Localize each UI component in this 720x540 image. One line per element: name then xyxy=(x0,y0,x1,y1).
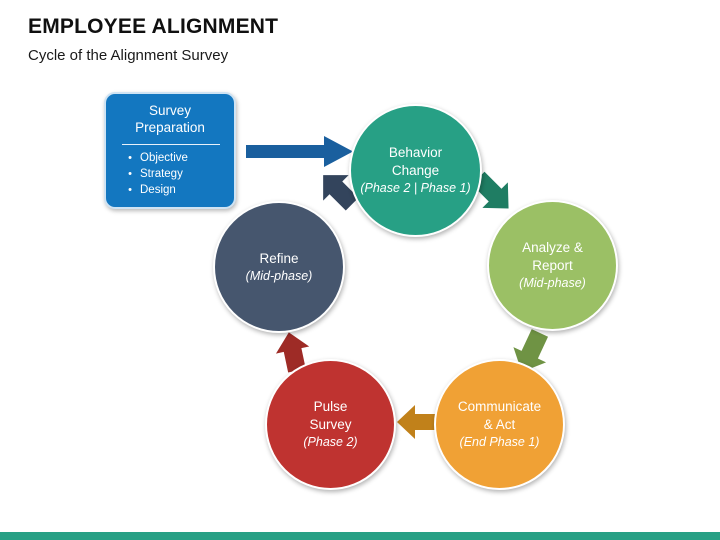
cycle-node-refine[interactable]: Refine (Mid-phase) xyxy=(213,201,345,333)
cycle-node-label: Report xyxy=(532,258,573,273)
divider xyxy=(122,144,220,145)
cycle-node-phase: (End Phase 1) xyxy=(459,435,540,449)
cycle-node-label: Change xyxy=(391,163,440,178)
cycle-node-phase: (Mid-phase) xyxy=(519,276,586,290)
arrow-communicate-to-pulse-icon xyxy=(395,400,439,444)
cycle-node-label: & Act xyxy=(483,417,516,432)
cycle-node-label: Refine xyxy=(259,250,299,266)
cycle-node-label: Analyze & xyxy=(522,240,583,255)
list-item: • Strategy xyxy=(120,166,232,182)
survey-preparation-title-line2: Preparation xyxy=(135,120,205,135)
cycle-node-phase: (Phase 2 | Phase 1) xyxy=(360,181,471,195)
arrow-behavior-to-refine-icon xyxy=(316,168,360,212)
survey-preparation-list: • Objective • Strategy • Design xyxy=(120,150,232,198)
cycle-node-label: Behavior xyxy=(388,145,443,160)
bullet-icon: • xyxy=(128,152,132,164)
list-item-label: Strategy xyxy=(140,168,183,180)
bullet-icon: • xyxy=(128,168,132,180)
cycle-node-label: Survey xyxy=(309,417,352,432)
bullet-icon: • xyxy=(128,184,132,196)
cycle-node-pulse-survey[interactable]: Pulse Survey (Phase 2) xyxy=(265,359,396,490)
cycle-node-analyze-report[interactable]: Analyze & Report (Mid-phase) xyxy=(487,200,618,331)
survey-preparation-box[interactable]: Survey Preparation • Objective • Strateg… xyxy=(104,92,236,209)
arrow-prep-to-behavior-icon xyxy=(246,136,354,168)
page-title: EMPLOYEE ALIGNMENT xyxy=(28,15,279,38)
list-item: • Objective xyxy=(120,150,232,166)
list-item: • Design xyxy=(120,182,232,198)
cycle-node-phase: (Mid-phase) xyxy=(245,268,313,283)
list-item-label: Objective xyxy=(140,152,188,164)
page-subtitle: Cycle of the Alignment Survey xyxy=(28,47,229,64)
cycle-node-communicate-act[interactable]: Communicate & Act (End Phase 1) xyxy=(434,359,565,490)
survey-preparation-title: Survey Preparation xyxy=(106,102,234,136)
cycle-node-behavior-change[interactable]: Behavior Change (Phase 2 | Phase 1) xyxy=(349,104,482,237)
cycle-node-label: Communicate xyxy=(457,399,542,414)
arrow-pulse-to-refine-icon xyxy=(272,331,314,373)
footer-accent-bar xyxy=(0,532,720,540)
list-item-label: Design xyxy=(140,184,176,196)
survey-preparation-title-line1: Survey xyxy=(148,103,192,118)
cycle-node-phase: (Phase 2) xyxy=(303,435,358,449)
cycle-node-label: Pulse xyxy=(313,399,348,414)
arrow-analyze-to-communicate-icon xyxy=(508,329,554,375)
